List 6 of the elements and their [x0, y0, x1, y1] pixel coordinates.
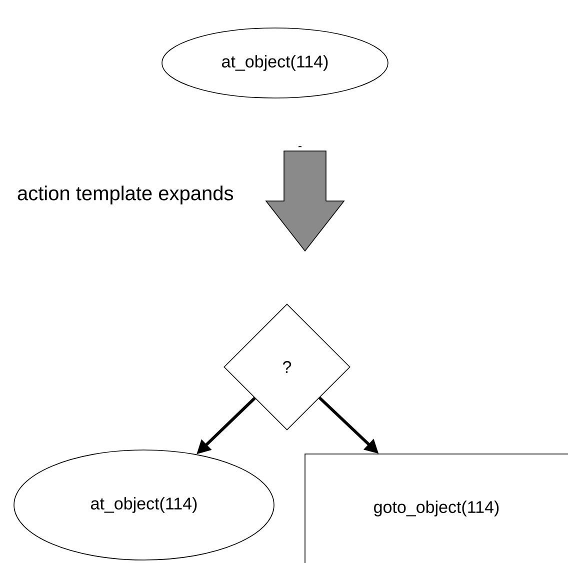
- ellipse-node: at_object(114): [162, 28, 388, 98]
- block-arrow: [265, 150, 345, 252]
- ellipse-node: at_object(114): [14, 450, 274, 560]
- edge-label: action template expands: [18, 186, 234, 204]
- note-label: -: [298, 146, 302, 148]
- process-box: goto_object(114): [304, 454, 568, 563]
